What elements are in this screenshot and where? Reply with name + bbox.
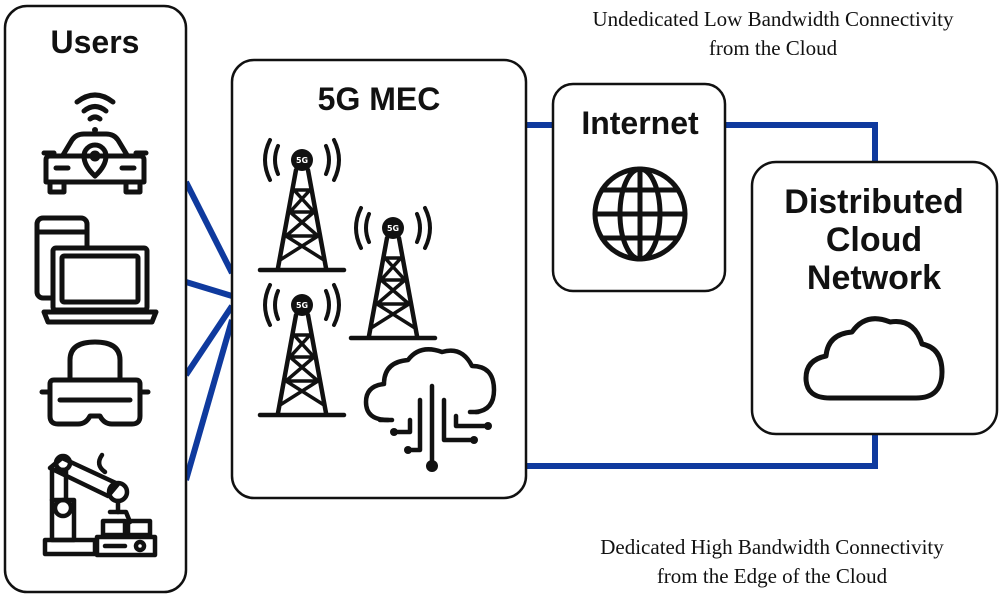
cloud-network-panel: Distributed Cloud Network	[750, 160, 999, 436]
cell-tower-icon: 5G	[351, 208, 435, 338]
users-panel: Users	[3, 4, 188, 594]
cell-tower-icon: 5G	[260, 285, 344, 415]
users-title: Users	[51, 24, 140, 60]
edge-to-cloud-dedicated-link	[432, 433, 878, 469]
vr-headset-icon	[39, 339, 151, 427]
mec-panel: 5G MEC 5G 5G 5G	[230, 58, 528, 500]
cloud-network-title-line-2: Cloud	[826, 221, 922, 259]
cloud-network-title-line-3: Network	[807, 259, 941, 297]
users-to-mec-links	[183, 180, 235, 481]
connected-car-icon	[41, 92, 149, 195]
mec-title: 5G MEC	[318, 81, 441, 117]
devices-icon	[34, 215, 159, 325]
bottom-caption: Dedicated High Bandwidth Connectivity fr…	[600, 535, 944, 588]
internet-title: Internet	[581, 105, 699, 141]
top-caption: Undedicated Low Bandwidth Connectivity f…	[592, 7, 954, 60]
globe-icon	[592, 166, 688, 262]
edge-cloud-icon	[363, 347, 497, 472]
cell-tower-label: 5G	[387, 224, 399, 233]
bottom-caption-line-1: Dedicated High Bandwidth Connectivity	[600, 535, 944, 559]
robot-arm-icon	[42, 452, 158, 558]
internet-panel: Internet	[551, 82, 727, 293]
cell-tower-label: 5G	[296, 156, 308, 165]
top-caption-line-1: Undedicated Low Bandwidth Connectivity	[592, 7, 954, 31]
top-caption-line-2: from the Cloud	[709, 36, 838, 60]
cloud-icon	[803, 316, 945, 401]
bottom-caption-line-2: from the Edge of the Cloud	[657, 564, 888, 588]
cloud-network-title-line-1: Distributed	[784, 183, 963, 221]
cell-tower-label: 5G	[296, 301, 308, 310]
internet-to-cloud-link	[724, 122, 878, 163]
cell-tower-icon: 5G	[260, 140, 344, 270]
